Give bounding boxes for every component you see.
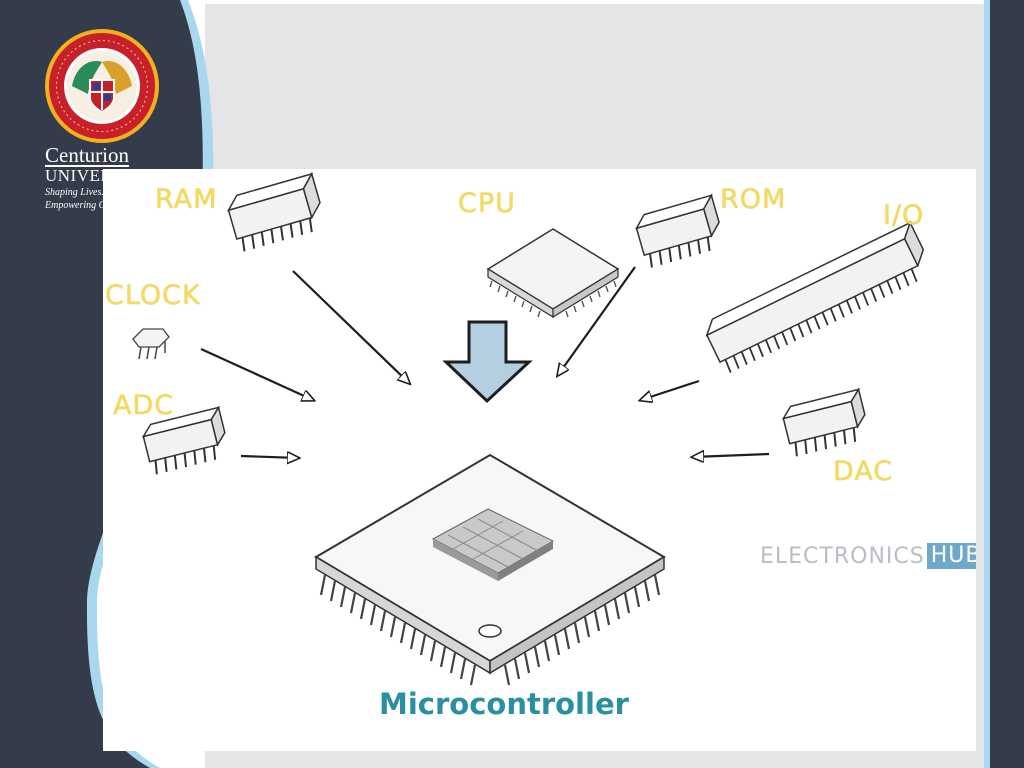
label-cpu: CPU xyxy=(458,188,516,219)
label-clock: CLOCK xyxy=(105,280,201,311)
arrow-clock xyxy=(200,347,313,400)
tagline-1: Shaping Lives... xyxy=(45,187,109,198)
cpu-arrow-icon xyxy=(442,320,533,404)
watermark: ELECTRONICS HUB xyxy=(760,541,976,571)
arrow-dac xyxy=(693,454,770,457)
right-dark-strip xyxy=(990,0,1024,768)
adc-chip-icon xyxy=(141,405,226,475)
right-accent-strip xyxy=(984,0,990,768)
label-ram: RAM xyxy=(155,184,218,215)
ram-chip-icon xyxy=(226,171,321,252)
arrow-ram xyxy=(292,270,409,383)
rom-chip-icon xyxy=(634,193,720,268)
microcontroller-chip-icon xyxy=(314,453,666,686)
university-logo xyxy=(45,29,159,143)
clock-crystal-icon xyxy=(132,328,170,360)
label-io: I/O xyxy=(883,200,925,231)
microcontroller-label: Microcontroller xyxy=(379,687,629,721)
io-chip-icon xyxy=(705,220,925,373)
microcontroller-diagram: RAM CPU ROM I/O CLOCK ADC DAC Microcontr… xyxy=(103,169,976,751)
arrow-io xyxy=(641,379,700,400)
dac-chip-icon xyxy=(781,387,866,457)
left-edge-strip xyxy=(0,0,20,768)
arrow-rom xyxy=(558,266,636,375)
watermark-text: ELECTRONICS xyxy=(760,543,925,569)
diagram-drawing xyxy=(132,171,925,686)
label-adc: ADC xyxy=(113,390,175,421)
label-dac: DAC xyxy=(833,456,894,487)
university-name: Centurion xyxy=(45,143,129,167)
arrow-adc xyxy=(240,456,298,458)
tagline-2: Empowering Communities... xyxy=(45,200,159,211)
watermark-badge: HUB xyxy=(926,543,976,569)
cpu-chip-icon xyxy=(486,228,620,319)
label-rom: ROM xyxy=(720,184,787,215)
